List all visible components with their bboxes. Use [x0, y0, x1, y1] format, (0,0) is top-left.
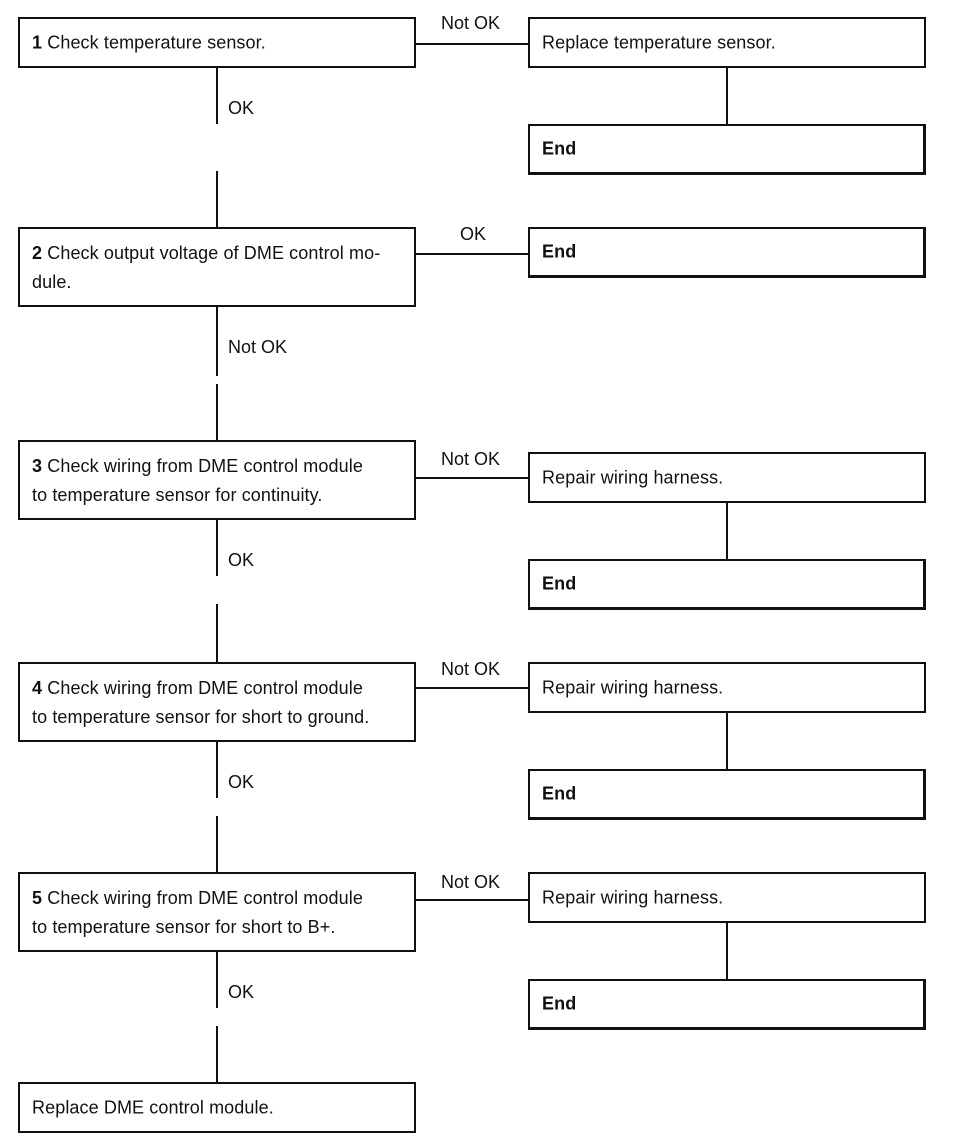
- action-replace-dme-text: Replace DME control module.: [32, 1097, 274, 1117]
- step-1-number: 1: [32, 32, 43, 52]
- step-2-line-1: Check output voltage of DME control mo-: [47, 243, 381, 263]
- step-3-box: 3 Check wiring from DME control module t…: [18, 440, 416, 520]
- label-3-not-ok: Not OK: [441, 449, 501, 469]
- label-1-not-ok: Not OK: [441, 13, 501, 33]
- connector-2-3: [216, 384, 218, 441]
- step-1-text: 1 Check temperature sensor.: [32, 28, 404, 57]
- connector-2-down: [216, 307, 218, 376]
- connector-3-right: [416, 477, 528, 479]
- connector-3-down-right: [726, 503, 728, 560]
- action-repair-wiring-text-5: Repair wiring harness.: [542, 887, 724, 907]
- action-replace-sensor-box: Replace temperature sensor.: [528, 17, 926, 68]
- connector-3-4: [216, 604, 218, 663]
- step-3-text: 3 Check wiring from DME control module t…: [32, 452, 404, 510]
- step-4-box: 4 Check wiring from DME control module t…: [18, 662, 416, 742]
- label-5-not-ok: Not OK: [441, 872, 501, 892]
- step-5-number: 5: [32, 888, 43, 908]
- end-label-2: End: [542, 241, 577, 262]
- label-2-ok: OK: [460, 224, 487, 244]
- step-1-label: Check temperature sensor.: [47, 32, 266, 52]
- connector-5-down-right: [726, 923, 728, 980]
- action-repair-wiring-box-3: Repair wiring harness.: [528, 452, 926, 503]
- connector-5-down: [216, 952, 218, 1008]
- connector-4-5: [216, 816, 218, 873]
- end-box-1: End: [528, 124, 926, 175]
- action-replace-dme-box: Replace DME control module.: [18, 1082, 416, 1133]
- step-5-box: 5 Check wiring from DME control module t…: [18, 872, 416, 952]
- label-3-ok: OK: [228, 550, 255, 570]
- connector-2-right: [416, 253, 528, 255]
- end-box-2: End: [528, 227, 926, 278]
- step-2-number: 2: [32, 243, 43, 263]
- end-box-5: End: [528, 979, 926, 1030]
- step-2-text: 2 Check output voltage of DME control mo…: [32, 239, 404, 297]
- end-box-3: End: [528, 559, 926, 610]
- step-4-line-2: to temperature sensor for short to groun…: [32, 707, 370, 727]
- action-repair-wiring-box-4: Repair wiring harness.: [528, 662, 926, 713]
- step-3-line-1: Check wiring from DME control module: [47, 456, 363, 476]
- connector-1-right: [416, 43, 528, 45]
- step-2-box: 2 Check output voltage of DME control mo…: [18, 227, 416, 307]
- step-5-line-2: to temperature sensor for short to B+.: [32, 917, 336, 937]
- connector-1-down-right: [726, 68, 728, 125]
- end-label-5: End: [542, 993, 577, 1014]
- connector-5-right: [416, 899, 528, 901]
- end-label-1: End: [542, 138, 577, 159]
- end-label-4: End: [542, 783, 577, 804]
- label-4-ok: OK: [228, 772, 255, 792]
- label-2-not-ok: Not OK: [228, 337, 288, 357]
- connector-4-down-right: [726, 713, 728, 770]
- connector-1-2: [216, 171, 218, 228]
- action-repair-wiring-box-5: Repair wiring harness.: [528, 872, 926, 923]
- step-3-number: 3: [32, 456, 43, 476]
- step-4-text: 4 Check wiring from DME control module t…: [32, 674, 404, 732]
- connector-4-down: [216, 742, 218, 798]
- action-replace-sensor-text: Replace temperature sensor.: [542, 32, 776, 52]
- end-label-3: End: [542, 573, 577, 594]
- connector-5-final: [216, 1026, 218, 1083]
- step-2-line-2: dule.: [32, 272, 72, 292]
- step-4-number: 4: [32, 678, 43, 698]
- label-4-not-ok: Not OK: [441, 659, 501, 679]
- step-3-line-2: to temperature sensor for continuity.: [32, 485, 323, 505]
- connector-4-right: [416, 687, 528, 689]
- action-repair-wiring-text-4: Repair wiring harness.: [542, 677, 724, 697]
- step-5-line-1: Check wiring from DME control module: [47, 888, 363, 908]
- step-5-text: 5 Check wiring from DME control module t…: [32, 884, 404, 942]
- label-5-ok: OK: [228, 982, 255, 1002]
- connector-3-down: [216, 520, 218, 576]
- connector-1-down: [216, 68, 218, 124]
- label-1-ok: OK: [228, 98, 255, 118]
- step-1-box: 1 Check temperature sensor.: [18, 17, 416, 68]
- step-4-line-1: Check wiring from DME control module: [47, 678, 363, 698]
- end-box-4: End: [528, 769, 926, 820]
- action-repair-wiring-text-3: Repair wiring harness.: [542, 467, 724, 487]
